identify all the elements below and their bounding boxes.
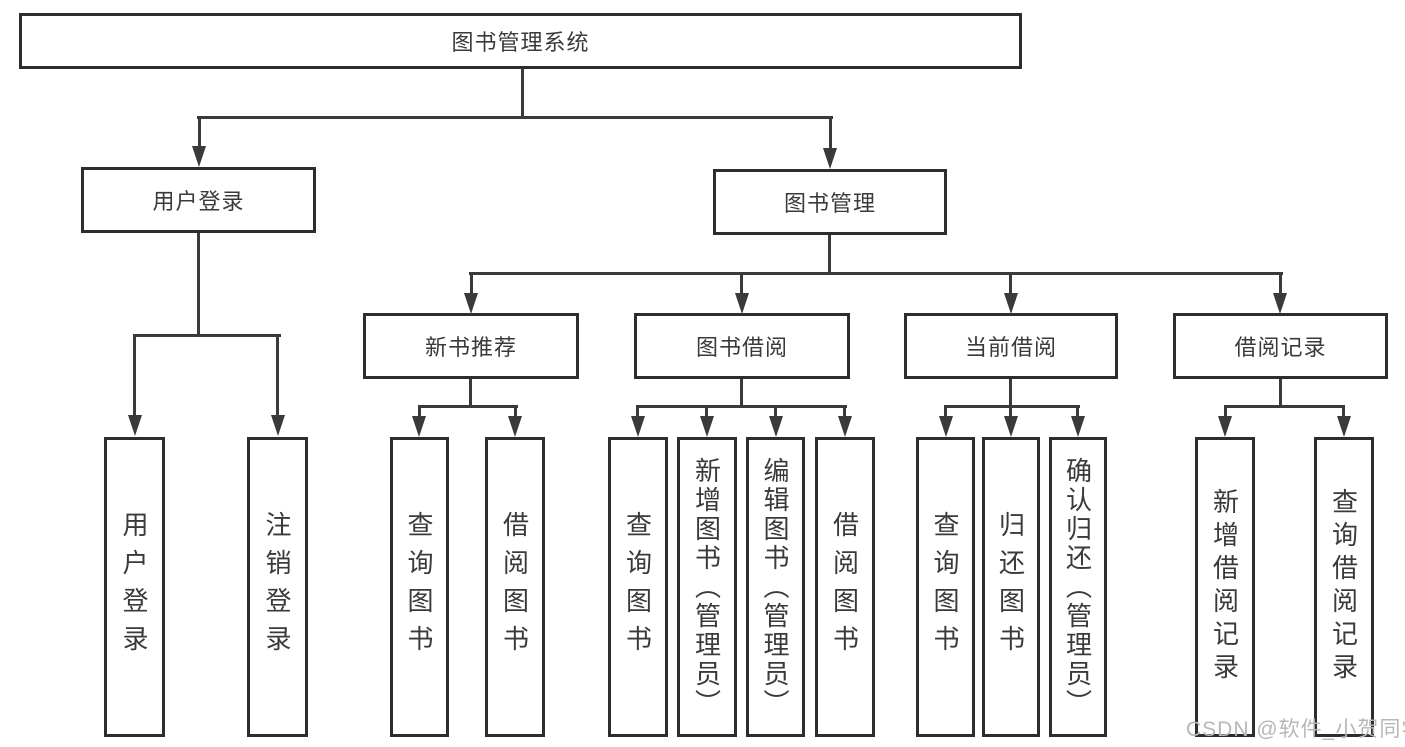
leaf-current-return-books-label: 归还图书 [995,511,1026,663]
leaf-current-query-books-label: 查询图书 [930,511,960,663]
connector-line [636,405,639,419]
node-current-borrow: 当前借阅 [904,313,1118,379]
connector-line [828,235,831,275]
node-borrow-records: 借阅记录 [1173,313,1388,379]
connector-line [705,405,708,419]
leaf-user-login: 用户登录 [104,437,165,737]
leaf-records-query-record: 查询借阅记录 [1314,437,1374,737]
leaf-user-login-label: 用户登录 [119,511,149,663]
node-book-borrow: 图书借阅 [634,313,850,379]
leaf-newbook-query-books-label: 查询图书 [404,511,434,663]
arrow-down-icon [128,415,142,436]
connector-line [1009,405,1012,419]
arrow-down-icon [1071,416,1085,437]
connector-line [521,68,524,119]
arrow-down-icon [939,416,953,437]
connector-line [469,379,472,408]
connector-line [1076,405,1079,419]
connector-line [636,405,847,408]
connector-line [1224,405,1227,419]
arrow-down-icon [1337,416,1351,437]
connector-line [1009,272,1012,296]
arrow-down-icon [464,293,478,314]
arrow-down-icon [508,416,522,437]
leaf-borrow-query-books: 查询图书 [608,437,668,737]
connector-line [1009,379,1012,408]
leaf-records-query-record-label: 查询借阅记录 [1328,488,1359,686]
connector-line [740,379,743,408]
connector-line [197,233,200,337]
connector-line [1279,379,1282,408]
connector-line [276,334,279,418]
leaf-borrow-query-books-label: 查询图书 [622,511,653,663]
connector-line [1224,405,1345,408]
leaf-newbook-borrow-books: 借阅图书 [485,437,545,737]
arrow-down-icon [735,293,749,314]
connector-line [470,272,473,296]
root-node-library-management-system: 图书管理系统 [19,13,1022,69]
node-user-login-label: 用户登录 [152,189,245,214]
node-borrow-records-label: 借阅记录 [1234,335,1327,360]
arrow-down-icon [1004,416,1018,437]
leaf-newbook-query-books: 查询图书 [390,437,449,737]
connector-line [740,272,743,296]
connector-line [133,334,281,337]
connector-line [514,405,517,419]
connector-line [1279,272,1282,296]
leaf-logout-label: 注销登录 [262,511,292,663]
node-new-book-recommend: 新书推荐 [363,313,579,379]
connector-line [1342,405,1345,419]
leaf-borrow-borrow-books-label: 借阅图书 [829,511,860,663]
connector-line [944,405,1080,408]
connector-line [418,405,421,419]
arrow-down-icon [1218,416,1232,437]
leaf-current-confirm-return-admin: 确认归还（管理员） [1049,437,1107,737]
leaf-newbook-borrow-books-label: 借阅图书 [499,511,530,663]
leaf-logout: 注销登录 [247,437,308,737]
node-new-book-recommend-label: 新书推荐 [424,335,517,360]
arrow-down-icon [769,416,783,437]
arrow-down-icon [412,416,426,437]
watermark: CSDN @软件_小贺同学 [1186,718,1405,741]
node-user-login: 用户登录 [81,167,316,233]
node-book-management-label: 图书管理 [783,191,876,216]
leaf-borrow-borrow-books: 借阅图书 [815,437,875,737]
leaf-current-return-books: 归还图书 [982,437,1040,737]
node-current-borrow-label: 当前借阅 [964,335,1057,360]
leaf-borrow-add-books-admin: 新增图书（管理员） [677,437,737,737]
root-node-label: 图书管理系统 [451,30,590,55]
leaf-current-confirm-return-admin-label: 确认归还（管理员） [1062,456,1093,718]
connector-line [829,116,832,151]
arrow-down-icon [700,416,714,437]
arrow-down-icon [192,146,206,167]
leaf-current-query-books: 查询图书 [916,437,975,737]
leaf-records-add-record-label: 新增借阅记录 [1209,488,1240,686]
arrow-down-icon [1273,293,1287,314]
connector-line [843,405,846,419]
arrow-down-icon [823,148,837,169]
connector-line [197,116,833,119]
arrow-down-icon [838,416,852,437]
node-book-management: 图书管理 [713,169,947,235]
connector-line [133,334,136,418]
leaf-records-add-record: 新增借阅记录 [1195,437,1255,737]
connector-line [774,405,777,419]
arrow-down-icon [1004,293,1018,314]
arrow-down-icon [631,416,645,437]
connector-line [469,272,1283,275]
connector-line [418,405,518,408]
arrow-down-icon [271,415,285,436]
leaf-borrow-add-books-admin-label: 新增图书（管理员） [691,456,722,718]
node-book-borrow-label: 图书借阅 [695,335,788,360]
leaf-borrow-edit-books-admin: 编辑图书（管理员） [746,437,805,737]
connector-line [944,405,947,419]
leaf-borrow-edit-books-admin-label: 编辑图书（管理员） [760,456,790,718]
connector-line [198,116,201,149]
